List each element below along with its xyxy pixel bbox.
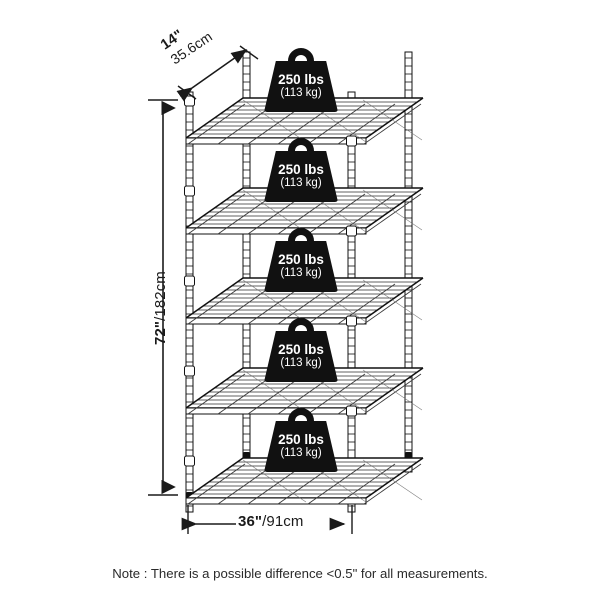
height-imperial: 72": [152, 320, 169, 345]
shelf-1: [185, 97, 424, 145]
shelf-3: [185, 277, 424, 325]
measurement-note: Note : There is a possible difference <0…: [112, 566, 488, 581]
height-dimension-line: [148, 99, 178, 496]
width-metric: /91cm: [262, 513, 304, 530]
shelf-5: [185, 457, 424, 505]
width-imperial: 36": [238, 513, 263, 530]
depth-dimension-line: [176, 45, 259, 102]
width-dimension-label: 36"/91cm: [238, 513, 303, 530]
height-dimension-label: 72"/182cm: [152, 271, 169, 345]
shelf-2: [185, 187, 424, 235]
post-front-left: [185, 91, 194, 513]
width-dimension-line: [181, 505, 353, 534]
height-metric: /182cm: [152, 271, 169, 321]
shelf-4: [185, 367, 424, 415]
shelf-collars: [184, 95, 357, 467]
